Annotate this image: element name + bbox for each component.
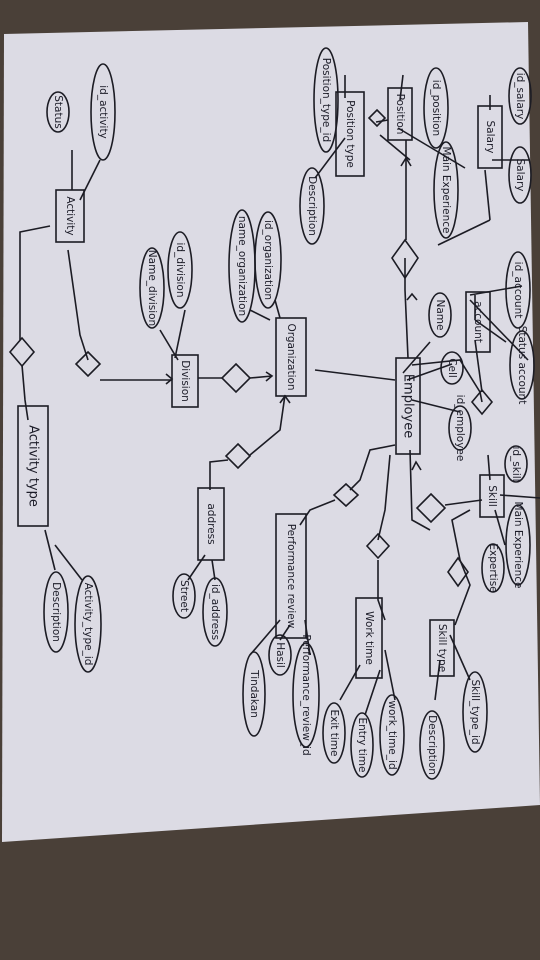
attr-position-experience: Main Experience [433, 141, 459, 239]
attr-employee-cell: Cell [440, 351, 464, 385]
attributes: Name Cell id_employee id_account Status … [43, 47, 535, 780]
entity-address: address [197, 487, 225, 561]
relationship-diamonds [8, 108, 494, 588]
svg-text:Performance_review_id: Performance_review_id [300, 634, 312, 755]
attr-performance-review-id: Performance_review_id [292, 634, 320, 756]
entity-activity-type: Activity type [17, 405, 49, 527]
arrow-heads [165, 156, 422, 471]
svg-text:Work time: Work time [363, 611, 375, 665]
entity-work-time: Work time [355, 597, 383, 679]
svg-text:id_account: id_account [512, 262, 524, 319]
svg-text:Expertise: Expertise [487, 543, 499, 592]
svg-text:Performance review: Performance review [285, 524, 297, 629]
attr-position-id: id_position [423, 67, 449, 149]
entity-division: Division [171, 354, 199, 408]
svg-text:Salary: Salary [514, 159, 526, 192]
svg-text:Tindakan: Tindakan [248, 669, 260, 718]
entity-organization: Organization [275, 317, 307, 397]
svg-text:Exit time: Exit time [328, 710, 340, 757]
svg-text:name_organization: name_organization [236, 216, 248, 316]
entity-skill-type: Skill type [429, 619, 455, 677]
svg-text:Activity_type_id: Activity_type_id [82, 583, 94, 666]
attr-skill-expertise: Expertise [481, 543, 505, 593]
attr-employee-id: id_employee [448, 395, 472, 462]
entity-salary: Salary [477, 105, 503, 169]
svg-text:Main Experience: Main Experience [512, 502, 524, 589]
svg-text:Hasil: Hasil [274, 642, 286, 668]
attr-organization-name: name_organization [228, 209, 256, 323]
entities: Employee account Skill Skill type Work t… [17, 87, 505, 679]
svg-text:id_position: id_position [430, 80, 442, 136]
attr-work-time-id: work_time_id [379, 694, 405, 776]
svg-text:Main Experience: Main Experience [440, 147, 452, 234]
svg-text:Name: Name [434, 300, 446, 331]
entity-performance-review: Performance review [275, 513, 307, 639]
svg-text:Entry time: Entry time [356, 718, 368, 773]
attr-entry-time: Entry time [350, 712, 374, 778]
attr-position-type-id: Position_type_id [313, 47, 339, 153]
svg-text:Skill: Skill [486, 485, 498, 507]
svg-text:Position: Position [394, 94, 406, 135]
svg-text:Division: Division [179, 360, 191, 402]
attr-skill-type-id: Skill_type_id [462, 671, 488, 753]
svg-text:id_division: id_division [174, 242, 186, 297]
svg-text:work_time_id: work_time_id [386, 700, 398, 769]
entity-activity: Activity [55, 189, 85, 243]
svg-text:Street: Street [178, 580, 190, 612]
svg-text:Status account: Status account [516, 326, 528, 405]
svg-text:Position type: Position type [344, 100, 356, 168]
entity-account: account [465, 291, 491, 353]
attr-salary-amount: Salary [508, 146, 532, 204]
svg-text:Skill_type_id: Skill_type_id [469, 679, 481, 744]
svg-text:Employee: Employee [401, 374, 416, 438]
attr-exit-time: Exit time [322, 702, 346, 764]
attr-activity-id: id_activity [90, 63, 116, 161]
svg-text:Cell: Cell [446, 358, 458, 378]
attr-account-id: id_account [505, 251, 531, 329]
svg-text:Description: Description [306, 176, 318, 236]
attr-account-status: Status account [509, 326, 535, 405]
attr-skill-experience: Main Experience [505, 502, 531, 589]
attr-division-id: id_division [167, 231, 193, 309]
attr-employee-name: Name [428, 292, 452, 338]
svg-text:Position_type_id: Position_type_id [320, 58, 332, 142]
svg-text:Skill type: Skill type [436, 624, 448, 672]
attr-division-name: Name_division [139, 247, 165, 329]
svg-text:Salary: Salary [484, 121, 496, 154]
attr-activity-status: Status [46, 91, 70, 133]
svg-text:id_address: id_address [209, 584, 221, 640]
attr-activity-type-description: Description [43, 571, 69, 653]
attr-address-id: id_address [202, 577, 228, 647]
svg-text:Activity type: Activity type [26, 425, 41, 507]
entity-skill: Skill [479, 474, 505, 518]
svg-text:id_organization: id_organization [262, 220, 274, 300]
attr-position-type-description: Description [299, 167, 325, 245]
svg-text:Name_division: Name_division [146, 250, 158, 326]
attr-performance-hasil: Hasil [268, 634, 292, 676]
svg-text:Activity: Activity [64, 196, 76, 235]
attr-performance-tindakan: Tindakan [242, 651, 266, 737]
attr-activity-type-id: Activity_type_id [74, 575, 102, 673]
svg-text:id_activity: id_activity [97, 85, 109, 139]
svg-text:id_salary: id_salary [514, 73, 526, 120]
attr-address-street: Street [172, 573, 196, 619]
svg-text:Description: Description [50, 582, 62, 642]
attr-skill-type-description: Description [419, 710, 445, 780]
attr-skill-id: id_skill [504, 445, 528, 483]
svg-text:Organization: Organization [285, 323, 297, 390]
svg-text:Status: Status [52, 95, 64, 128]
svg-text:address: address [205, 503, 217, 544]
entity-employee: Employee [395, 357, 421, 455]
entity-position: Position [387, 87, 413, 141]
svg-text:id_employee: id_employee [454, 395, 466, 462]
svg-text:account: account [472, 301, 484, 343]
svg-text:Description: Description [426, 715, 438, 775]
attr-salary-id: id_salary [508, 67, 532, 125]
entity-position-type: Position type [335, 91, 365, 177]
svg-text:id_skill: id_skill [510, 446, 522, 481]
